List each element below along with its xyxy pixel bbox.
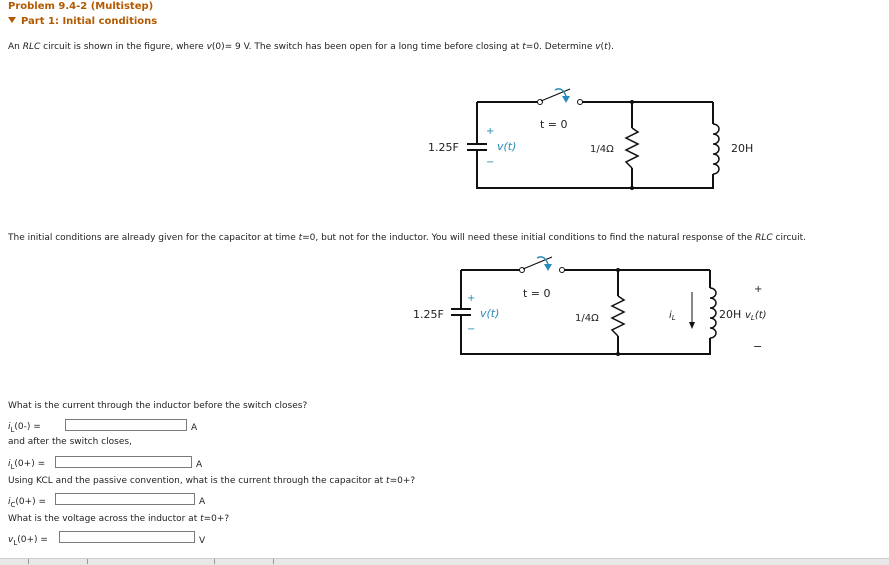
iL0p-sub: L — [10, 462, 15, 471]
svg-text:iL: iL — [669, 310, 676, 322]
intro-rest: circuit is shown in the figure, where — [40, 42, 207, 52]
c2-switch-label: t = 0 — [523, 287, 551, 300]
c2-plus: + — [467, 293, 475, 304]
q4a: What is the voltage across the inductor … — [8, 514, 201, 524]
c1-v-label: v(t) — [497, 140, 516, 153]
question-1: What is the current through the inductor… — [8, 401, 308, 411]
intro-t: t — [522, 42, 526, 52]
problem-title: Problem 9.4-2 (Multistep) — [8, 1, 154, 12]
circuit-diagram-1: 1.25F + − v(t) t = 0 1/4Ω 20H — [428, 88, 753, 190]
intro-v0: (0)= 9 V. The switch has been open for a… — [211, 42, 523, 52]
c1-plus: + — [486, 126, 494, 137]
intro-end: ). — [607, 42, 614, 52]
c2-vplus: + — [754, 284, 762, 295]
q3b: =0+? — [389, 476, 416, 486]
intro-vt: v — [595, 42, 601, 52]
bottom-tab-1[interactable] — [28, 559, 88, 564]
c2-vminus: − — [753, 340, 762, 353]
bottom-tab-2[interactable] — [214, 559, 274, 564]
c2-cap-label: 1.25F — [413, 308, 444, 321]
c1-switch-label: t = 0 — [540, 118, 568, 131]
vL0p-input[interactable] — [59, 531, 195, 543]
vL0p-sub: L — [13, 538, 18, 547]
collapse-triangle-icon[interactable] — [8, 17, 16, 23]
iC0p-tail: (0+) = — [15, 497, 47, 507]
intro-prefix: An — [8, 42, 23, 52]
note-t: t — [298, 233, 303, 243]
note-c: circuit. — [772, 233, 807, 243]
c1-cap-label: 1.25F — [428, 141, 459, 154]
c2-minus: − — [467, 324, 475, 335]
iL0m-unit: A — [191, 423, 198, 433]
c2-v-label: v(t) — [480, 307, 499, 320]
c2-il-sub: L — [672, 314, 676, 322]
bottom-bar — [0, 558, 889, 565]
iL0m-sub: L — [10, 425, 15, 434]
problem-intro: An RLC circuit is shown in the figure, w… — [8, 42, 614, 52]
c2-vl-label: v — [745, 310, 752, 321]
iL0m-label: iL(0-) = — [8, 422, 41, 434]
iL0p-label: iL(0+) = — [8, 459, 45, 471]
question-3: Using KCL and the passive convention, wh… — [8, 476, 415, 486]
c1-minus: − — [486, 157, 494, 168]
c2-il-label: i — [669, 310, 672, 321]
vL0p-unit: V — [199, 536, 206, 546]
c2-vl-sub: L — [751, 314, 755, 322]
question-2: and after the switch closes, — [8, 437, 132, 447]
part-toggle[interactable]: Part 1: Initial conditions — [8, 16, 157, 27]
note-b: =0, but not for the inductor. You will n… — [302, 233, 756, 243]
c1-ind-label: 20H — [731, 142, 753, 155]
note-rlc: RLC — [755, 233, 773, 243]
part-label: Part 1: Initial conditions — [21, 16, 158, 27]
iL0p-tail: (0+) = — [14, 459, 46, 469]
svg-text:vL(t): vL(t) — [745, 310, 767, 322]
iL0m-input[interactable] — [65, 419, 187, 431]
question-4: What is the voltage across the inductor … — [8, 514, 229, 524]
c2-ind-label: 20H — [719, 308, 741, 321]
vL0p-label: vL(0+) = — [8, 535, 48, 547]
iL0m-tail: (0-) = — [14, 422, 41, 432]
circuit-diagram-2: 1.25F + − v(t) t = 0 1/4Ω iL 20H vL(t) +… — [413, 256, 767, 356]
q4t: t — [200, 514, 204, 524]
q3t: t — [386, 476, 390, 486]
iL0p-input[interactable] — [55, 456, 192, 468]
c2-vl-t: (t) — [755, 310, 767, 321]
vL0p-tail: (0+) = — [17, 535, 48, 545]
iL0p-unit: A — [196, 460, 203, 470]
iC0p-sub: C — [10, 500, 16, 509]
q4b: =0+? — [203, 514, 230, 524]
intro-paren: ( — [600, 42, 605, 52]
iC0p-input[interactable] — [55, 493, 195, 505]
iL0p-i: i — [8, 459, 11, 469]
note-a: The initial conditions are already given… — [8, 233, 299, 243]
intro-rlc: RLC — [22, 42, 41, 52]
intro-t2: t — [604, 42, 608, 52]
c1-res-label: 1/4Ω — [590, 144, 614, 155]
iC0p-unit: A — [199, 497, 206, 507]
iL0m-i: i — [8, 422, 11, 432]
note-text: The initial conditions are already given… — [8, 233, 806, 243]
c2-res-label: 1/4Ω — [575, 313, 599, 324]
intro-v: v — [206, 42, 212, 52]
q3a: Using KCL and the passive convention, wh… — [8, 476, 387, 486]
iC0p-label: iC(0+) = — [8, 497, 46, 509]
vL0p-v: v — [8, 535, 14, 545]
iC0p-i: i — [8, 497, 11, 507]
intro-tail: =0. Determine — [525, 42, 596, 52]
